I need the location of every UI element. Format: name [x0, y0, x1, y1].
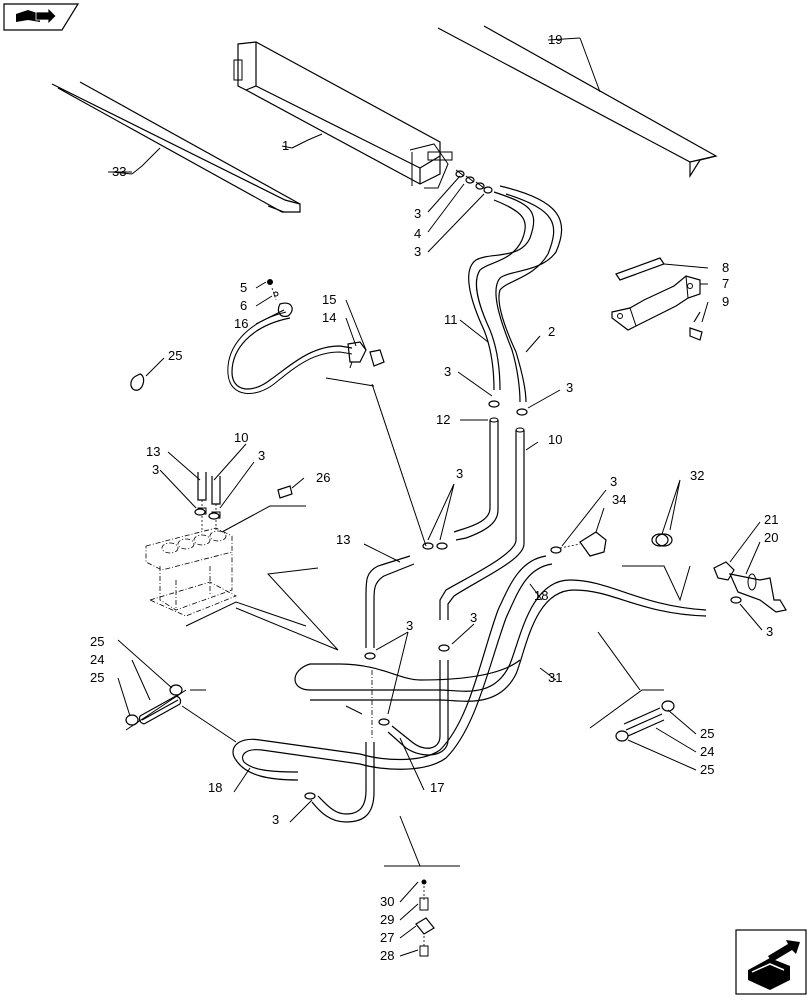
callout-3-g: 3 — [456, 466, 463, 481]
callout-underlines — [108, 37, 581, 175]
callout-3-l: 3 — [272, 812, 279, 827]
bar-part-33 — [51, 81, 301, 213]
callout-25-c: 25 — [90, 670, 104, 685]
section-markers — [125, 377, 691, 867]
valve-part-34 — [559, 531, 607, 557]
clip-part-25-left — [130, 373, 145, 391]
callout-27: 27 — [380, 930, 394, 945]
callout-10-b: 10 — [234, 430, 248, 445]
callout-4: 4 — [414, 226, 421, 241]
callout-34: 34 — [612, 492, 626, 507]
callout-24-b: 24 — [700, 744, 714, 759]
clips-part-25-left — [125, 684, 183, 726]
callout-12: 12 — [436, 412, 450, 427]
hose-part-31 — [294, 579, 707, 715]
callout-28: 28 — [380, 948, 394, 963]
hardware-stack-27-30 — [415, 879, 435, 957]
fitting-part-21 — [713, 561, 735, 581]
strap-part-8 — [615, 257, 665, 281]
clips-part-25-right — [615, 700, 675, 742]
callout-18-a: 18 — [534, 588, 548, 603]
callout-30: 30 — [380, 894, 394, 909]
hose-part-2 — [495, 185, 563, 403]
outlet-fittings — [455, 169, 493, 194]
callout-8: 8 — [722, 260, 729, 275]
callout-3-b: 3 — [414, 244, 421, 259]
callout-14: 14 — [322, 310, 336, 325]
cable-part-14 — [227, 311, 353, 394]
callout-25-d: 25 — [700, 726, 714, 741]
callout-25-a: 25 — [168, 348, 182, 363]
callout-25-e: 25 — [700, 762, 714, 777]
hose-part-17 — [311, 660, 449, 823]
callout-11: 11 — [444, 312, 458, 327]
callout-3-d: 3 — [566, 380, 573, 395]
spring-part-24-left — [138, 695, 182, 725]
clip-part-32 — [651, 533, 673, 547]
callout-9: 9 — [722, 294, 729, 309]
clamps-part-3 — [194, 400, 742, 800]
bolt-part-9 — [689, 311, 703, 341]
callout-13-a: 13 — [146, 444, 160, 459]
bracket-part-7 — [611, 275, 701, 331]
callout-labels: 19 1 33 3 4 3 8 7 9 5 6 16 15 14 25 11 2… — [90, 32, 778, 963]
callout-3-c: 3 — [444, 364, 451, 379]
callout-26: 26 — [316, 470, 330, 485]
hose-part-10 — [439, 427, 525, 620]
callout-31: 31 — [548, 670, 562, 685]
book-arrow-icon[interactable] — [3, 3, 80, 31]
callout-3-a: 3 — [414, 206, 421, 221]
callout-7: 7 — [722, 276, 729, 291]
hose-part-13 — [365, 555, 415, 648]
callout-16: 16 — [234, 316, 248, 331]
callout-15: 15 — [322, 292, 336, 307]
callout-3-j: 3 — [406, 618, 413, 633]
callout-3-e: 3 — [152, 462, 159, 477]
cooler-part-1 — [233, 41, 453, 189]
hose-part-12 — [453, 417, 499, 541]
callout-5: 5 — [240, 280, 247, 295]
connector-part-15 — [347, 341, 385, 369]
clip-assembly-5-6-16 — [267, 279, 293, 317]
callout-29: 29 — [380, 912, 394, 927]
plug-part-26 — [277, 485, 293, 499]
callout-3-i: 3 — [470, 610, 477, 625]
callout-32: 32 — [690, 468, 704, 483]
callout-6: 6 — [240, 298, 247, 313]
callout-2: 2 — [548, 324, 555, 339]
callout-13-b: 13 — [336, 532, 350, 547]
callout-17: 17 — [430, 780, 444, 795]
callout-3-h: 3 — [610, 474, 617, 489]
callout-21: 21 — [764, 512, 778, 527]
hose-part-18 — [232, 555, 553, 781]
callout-3-f: 3 — [258, 448, 265, 463]
callout-20: 20 — [764, 530, 778, 545]
leader-lines — [117, 37, 763, 957]
tee-fitting-part-20 — [728, 573, 787, 613]
spring-part-24-right — [623, 707, 665, 737]
callout-25-b: 25 — [90, 634, 104, 649]
hose-part-11 — [468, 191, 535, 391]
callout-24-a: 24 — [90, 652, 104, 667]
next-page-arrow-icon[interactable] — [735, 929, 807, 995]
engine-block-dashed — [145, 472, 237, 617]
callout-3-k: 3 — [766, 624, 773, 639]
callout-18-b: 18 — [208, 780, 222, 795]
callout-10-a: 10 — [548, 432, 562, 447]
bar-part-19 — [437, 25, 718, 179]
callout-1: 1 — [282, 138, 289, 153]
